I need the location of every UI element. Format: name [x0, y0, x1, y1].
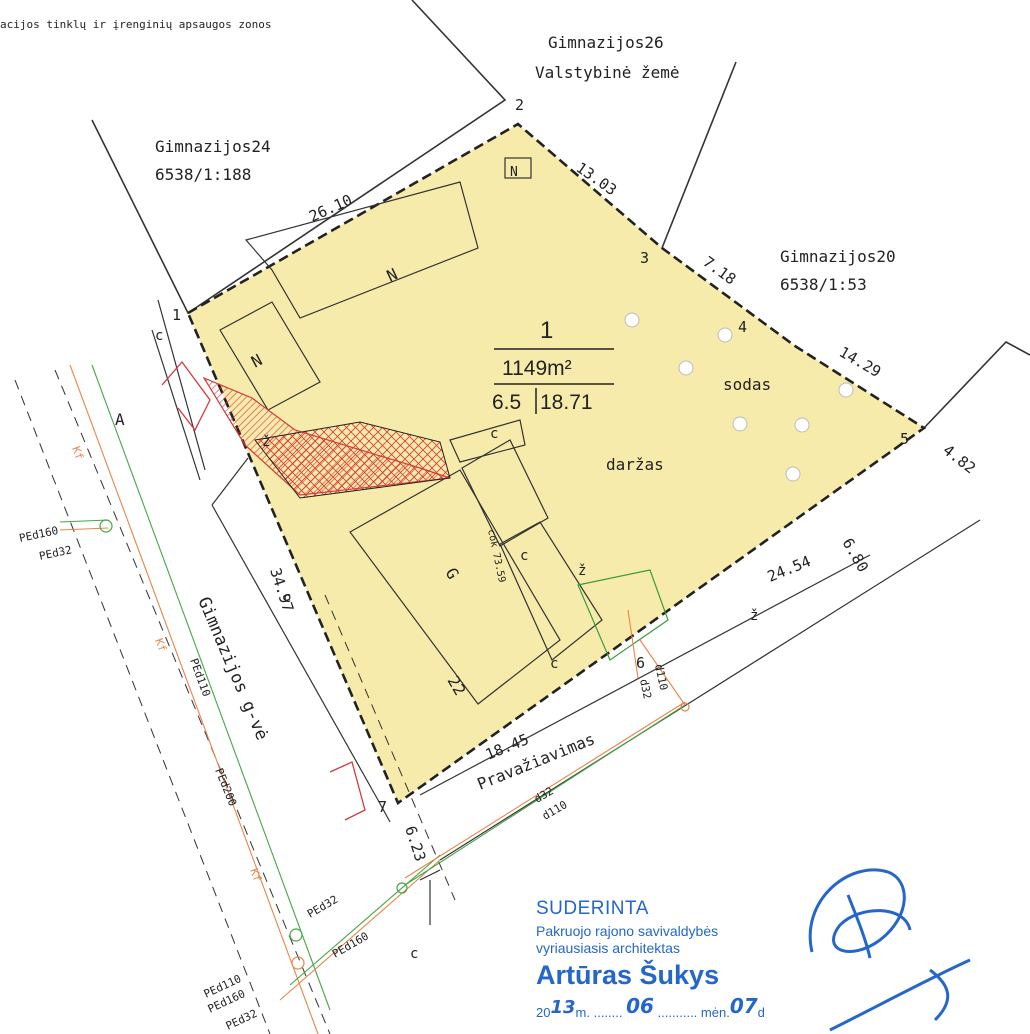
- neighbor-24-id: 6538/1:188: [155, 165, 251, 184]
- label-building-n-3: N: [510, 165, 518, 180]
- stamp-name: Artūras Šukys: [536, 960, 720, 990]
- label-c-6: c: [410, 946, 418, 962]
- utility-ped160-1: PEd160: [18, 524, 60, 545]
- date-d: d: [757, 1005, 765, 1020]
- label-c-3: c: [550, 656, 558, 672]
- utility-ped32-3: PEd32: [224, 1007, 260, 1033]
- utility-ped160-2: PEd160: [330, 929, 371, 960]
- legend-line: acijos tinklų ir įrenginių apsaugos zono…: [0, 18, 272, 31]
- date-month: 06: [626, 994, 654, 1018]
- label-z-1: ž: [262, 434, 270, 450]
- building-n-small: [504, 157, 532, 179]
- parcel-area: 1149m²: [502, 357, 572, 380]
- hatched-zone-cross: [254, 421, 451, 499]
- point-4: 4: [738, 318, 747, 336]
- buildings: [219, 157, 669, 705]
- stamp-line2: vyriausiasis architektas: [536, 940, 680, 956]
- neighbor-26-id: Valstybinė žemė: [535, 63, 680, 82]
- parcel-ratio-left: 6.5: [492, 391, 521, 414]
- utility-kf-2: Kf: [152, 637, 169, 654]
- neighbor-20-name: Gimnazijos20: [780, 247, 896, 266]
- label-z-2: ž: [578, 563, 586, 579]
- stamp-line1: Pakruojo rajono savivaldybės: [536, 923, 719, 939]
- parcel-polygon: [186, 122, 927, 805]
- label-sodas: sodas: [723, 375, 771, 394]
- neighbor-boundaries: [91, 0, 1030, 429]
- label-c-2: c: [520, 548, 528, 564]
- stamp-date: 2013m. ........ 06 ........... mėn.07d: [536, 994, 765, 1020]
- neighbor-labels: Gimnazijos24 6538/1:188 Gimnazijos26 Val…: [155, 33, 896, 294]
- parcel-number: 1: [540, 317, 553, 344]
- utility-ped200: PEd200: [212, 766, 239, 808]
- label-c-1: c: [490, 426, 498, 442]
- parcel-ratio-right: 18.71: [540, 391, 593, 414]
- point-numbers: 1 2 3 4 5 6 7: [172, 96, 909, 816]
- point-3: 3: [640, 249, 649, 267]
- neighbor-24-name: Gimnazijos24: [155, 137, 271, 156]
- point-7: 7: [378, 798, 387, 816]
- label-c-5: c: [283, 590, 291, 606]
- neighbor-20-id: 6538/1:53: [780, 275, 867, 294]
- red-marks: [161, 360, 366, 821]
- utility-d32-1: d32: [532, 784, 556, 805]
- approval-stamp: SUDERINTA Pakruojo rajono savivaldybės v…: [536, 896, 956, 1034]
- parcel-label: 1 1149m² 6.5 18.71: [492, 317, 614, 414]
- point-6: 6: [636, 654, 645, 672]
- date-day: 07: [729, 994, 758, 1018]
- date-prefix: 20: [536, 1005, 551, 1020]
- street-dashed: [14, 369, 456, 1034]
- signature: [808, 868, 971, 1032]
- utility-ped32-1: PEd32: [38, 543, 73, 563]
- date-year: 13: [550, 997, 576, 1018]
- label-c-4: c: [155, 328, 163, 344]
- dim-14-29: 14.29: [836, 343, 884, 381]
- date-m: m.: [575, 1005, 590, 1020]
- point-2: 2: [515, 96, 524, 114]
- dim-24-54: 24.54: [765, 552, 814, 586]
- utility-lines: [59, 364, 686, 1034]
- utility-ped32-2: PEd32: [305, 893, 340, 921]
- utility-nodes: [99, 519, 690, 970]
- label-darzas: daržas: [606, 455, 664, 474]
- point-5: 5: [900, 430, 909, 448]
- road-lines: [151, 299, 981, 925]
- utility-kf-1: Kf: [69, 445, 86, 462]
- dim-34-97: 34.97: [266, 566, 297, 615]
- dim-4-82: 4.82: [940, 441, 980, 477]
- label-z-3: ž: [750, 608, 758, 624]
- utility-kf-3: Kf: [247, 867, 264, 884]
- utility-d32-2: d32: [637, 678, 654, 700]
- neighbor-26-name: Gimnazijos26: [548, 33, 664, 52]
- utility-d110-2: d110: [652, 663, 670, 692]
- point-1: 1: [172, 306, 181, 324]
- label-street: Gimnazijos g-vė: [193, 594, 271, 743]
- garden-trees: [624, 312, 854, 482]
- label-area-a: A: [115, 410, 125, 429]
- stamp-title: SUDERINTA: [536, 898, 649, 919]
- date-men: mėn.: [700, 1005, 730, 1020]
